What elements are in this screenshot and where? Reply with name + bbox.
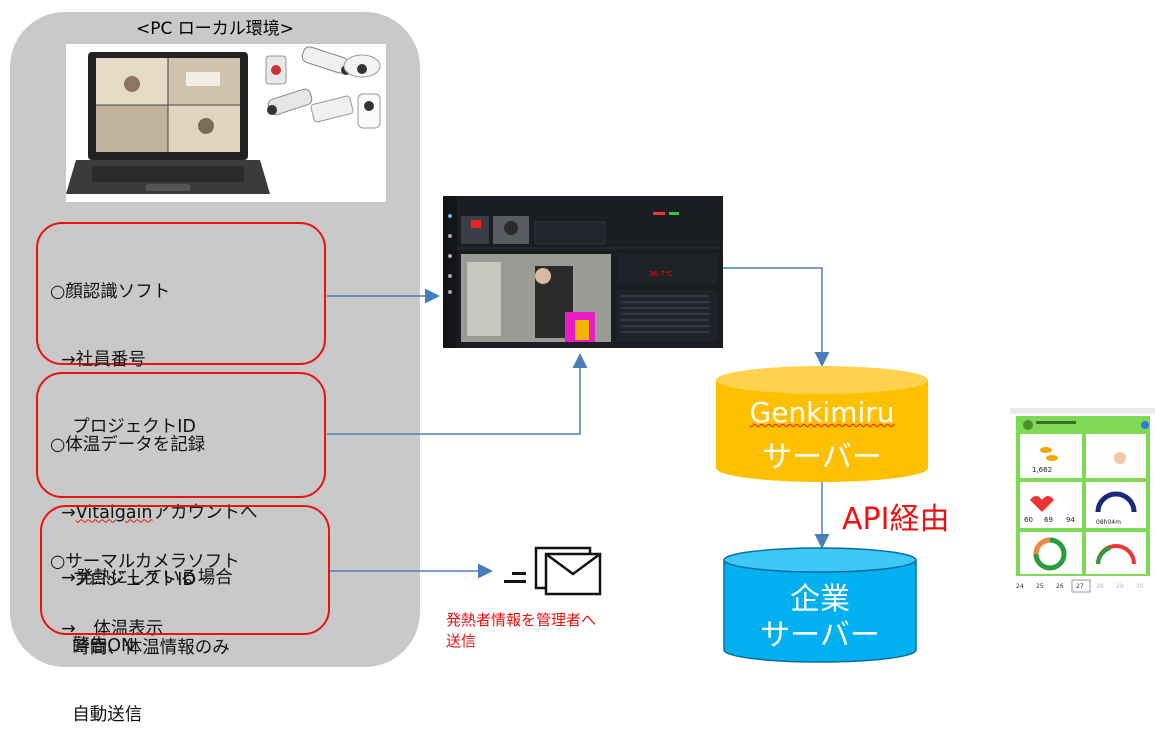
alert-text: →発熱にしている場合 警告ON bbox=[50, 522, 233, 680]
temp-readout: 36.7℃ bbox=[649, 270, 673, 278]
laptop-cameras-illustration bbox=[66, 44, 386, 202]
arrow-screen-to-genkimiru bbox=[723, 267, 830, 367]
app-date-0: 24 bbox=[1016, 583, 1024, 590]
genkimiru-server-label: サーバー bbox=[762, 440, 882, 475]
local-environment-title: <PC ローカル環境> bbox=[135, 19, 294, 39]
enterprise-server: 企業 サーバー bbox=[722, 546, 918, 664]
face-line-2: →社員番号 bbox=[50, 349, 146, 370]
vitalgain-brand: Vitalgain bbox=[75, 502, 153, 523]
app-date-1: 25 bbox=[1036, 583, 1044, 590]
record-line-1: ○体温データを記録 bbox=[50, 435, 206, 455]
face-line-3: プロジェクトID bbox=[50, 417, 196, 437]
app-date-6: 30 bbox=[1136, 583, 1144, 590]
alert-line-1: →発熱にしている場合 bbox=[50, 568, 233, 588]
genkimiru-brand: Genkimiru bbox=[749, 396, 895, 429]
alert-box bbox=[40, 505, 330, 635]
record-line-5: 自動送信 bbox=[50, 705, 143, 725]
thermal-software-screenshot: 36.7℃ bbox=[443, 196, 723, 348]
enterprise-line-2: サーバー bbox=[760, 618, 880, 653]
record-line-4: 時間、体温情報のみ bbox=[50, 637, 230, 658]
app-sleep: 08h04m bbox=[1096, 519, 1121, 526]
app-date-3: 27 bbox=[1076, 583, 1084, 590]
app-hr-left: 60 bbox=[1024, 516, 1033, 524]
face-line-1: ○顔認識ソフト bbox=[50, 282, 171, 302]
record-line-2-suffix: アカウントへ bbox=[152, 502, 258, 523]
app-steps: 1,662 bbox=[1032, 466, 1052, 474]
app-hr-right: 94 bbox=[1066, 516, 1075, 524]
alert-line-2: 警告ON bbox=[50, 635, 135, 656]
app-hr-mid: 69 bbox=[1044, 516, 1053, 524]
face-recognition-box bbox=[36, 222, 326, 365]
connector-arrows bbox=[327, 267, 830, 579]
arrow-record-to-screen bbox=[327, 353, 588, 435]
mail-icon bbox=[500, 540, 610, 600]
face-line-5: ○サーマルカメラソフト bbox=[50, 551, 240, 572]
enterprise-line-1: 企業 bbox=[790, 582, 850, 617]
phone-app-screenshot: 1,662 60 69 94 08h04m 24 25 26 27 28 29 … bbox=[1010, 408, 1155, 594]
mail-caption: 発熱者情報を管理者へ 送信 bbox=[446, 611, 597, 650]
app-date-2: 26 bbox=[1056, 583, 1064, 590]
genkimiru-server: Genkimiru サーバー bbox=[714, 364, 930, 484]
camera-icons bbox=[265, 46, 381, 129]
app-date-4: 28 bbox=[1096, 583, 1104, 590]
app-date-5: 29 bbox=[1116, 583, 1124, 590]
record-temperature-box bbox=[36, 372, 326, 498]
record-line-3: プロジェクトID bbox=[50, 570, 196, 590]
api-label: API経由 bbox=[842, 502, 950, 537]
